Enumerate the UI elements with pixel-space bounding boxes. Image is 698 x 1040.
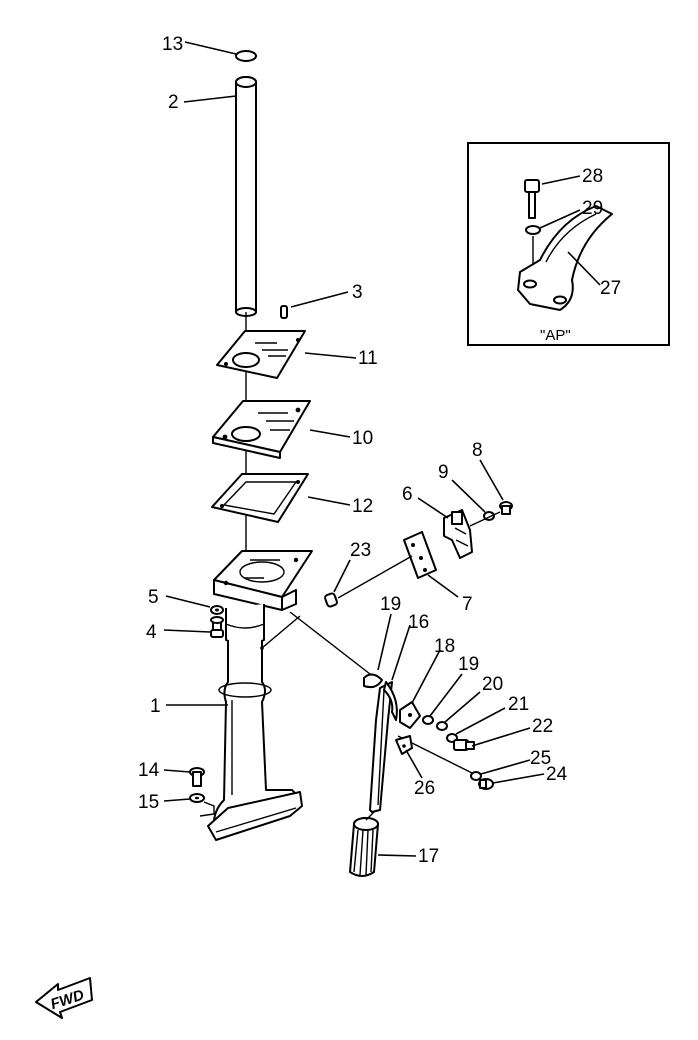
leader-24: [492, 773, 545, 784]
callout-16: 16: [408, 612, 429, 633]
inset-caption: "AP": [540, 327, 571, 344]
leader-11: [304, 352, 357, 359]
callout-19-lower: 19: [458, 654, 479, 675]
part-13-cap: [235, 50, 257, 62]
callout-19-upper: 19: [380, 594, 401, 615]
leader-6: [417, 497, 449, 519]
axis-housing-left: [261, 615, 301, 649]
callout-13: 13: [162, 34, 183, 55]
callout-6: 6: [402, 484, 413, 505]
callout-21: 21: [508, 694, 529, 715]
callout-28: 28: [582, 166, 603, 187]
axis-7: [337, 555, 413, 599]
leader-4: [163, 629, 211, 633]
part-5-nut: [210, 605, 224, 615]
part-22-bolt: [453, 739, 475, 751]
part-16-lever: [369, 681, 398, 813]
callout-17: 17: [418, 846, 439, 867]
part-4-bolt: [210, 616, 224, 638]
part-28-bolt: [524, 179, 540, 219]
callout-18: 18: [434, 636, 455, 657]
part-24-screw: [478, 778, 494, 790]
callout-2: 2: [168, 92, 179, 113]
part-29-washer: [525, 225, 541, 235]
callout-11: 11: [358, 348, 378, 369]
leader-10: [309, 429, 351, 438]
part-7-plate: [403, 531, 437, 579]
leader-7: [427, 574, 459, 598]
axis-8: [469, 511, 501, 527]
leader-22: [471, 727, 531, 747]
callout-29: 29: [582, 198, 603, 219]
callout-24: 24: [546, 764, 568, 785]
leader-17: [377, 854, 417, 857]
forward-direction-arrow: [35, 977, 93, 1019]
leader-27: [567, 251, 601, 286]
callout-23: 23: [350, 540, 371, 561]
leader-28: [541, 175, 581, 185]
callout-26: 26: [414, 778, 435, 799]
part-14-bolt: [189, 767, 205, 787]
callout-22: 22: [532, 716, 553, 737]
leader-13: [184, 41, 237, 55]
part-26-plate: [395, 735, 413, 755]
part-15-washer: [189, 793, 205, 803]
callout-10: 10: [352, 428, 373, 449]
leader-2: [183, 95, 237, 103]
callout-1: 1: [150, 696, 161, 717]
leader-18: [411, 649, 441, 704]
callout-20: 20: [482, 674, 503, 695]
part-18-link: [399, 701, 421, 729]
leader-19b: [429, 673, 463, 717]
leader-26: [405, 749, 423, 779]
leader-16: [391, 624, 411, 681]
part-12-gasket: [211, 473, 309, 523]
callout-9: 9: [438, 462, 449, 483]
part-25-washer: [470, 771, 482, 781]
part-23-bushing: [324, 592, 338, 608]
leader-8: [479, 459, 504, 501]
leader-21: [455, 707, 506, 735]
part-8-screw: [499, 501, 513, 515]
leader-14: [163, 769, 191, 773]
callout-15: 15: [138, 792, 159, 813]
leader-25: [480, 759, 531, 775]
axis-housing-lever: [289, 611, 371, 675]
callout-25: 25: [530, 748, 551, 769]
callout-8: 8: [472, 440, 483, 461]
part-17-grip: [349, 817, 379, 877]
callout-4: 4: [146, 622, 157, 643]
leader-29: [539, 209, 581, 229]
callout-12: 12: [352, 496, 373, 517]
part-10-plate: [212, 400, 311, 459]
callout-14: 14: [138, 760, 160, 781]
leader-19a: [377, 613, 392, 671]
callout-7: 7: [462, 594, 473, 615]
leader-20: [444, 691, 481, 723]
part-19-clip-b: [422, 715, 434, 725]
part-6-bracket: [443, 509, 473, 559]
leader-3: [290, 291, 349, 308]
leader-9: [451, 479, 486, 513]
leader-15: [163, 798, 191, 802]
part-1-housing: [207, 550, 313, 841]
part-2-tube: [235, 76, 257, 317]
callout-3: 3: [352, 282, 363, 303]
part-19-clip-a: [363, 673, 383, 689]
axis-lever-grip: [365, 811, 375, 821]
part-3-pin: [280, 305, 288, 319]
callout-5: 5: [148, 587, 159, 608]
part-20-washer: [436, 721, 448, 731]
leader-23: [333, 559, 351, 593]
leader-5: [165, 595, 211, 608]
leader-12: [307, 496, 351, 506]
part-11-plate: [216, 330, 306, 379]
bolt-axis-15: [199, 801, 215, 817]
callout-labels: 13 2 3 11 10 12 8 9 6 7 23 5 4 1 19 16 1…: [138, 34, 621, 867]
part-27-bracket: [517, 205, 613, 311]
callout-27: 27: [600, 278, 621, 299]
